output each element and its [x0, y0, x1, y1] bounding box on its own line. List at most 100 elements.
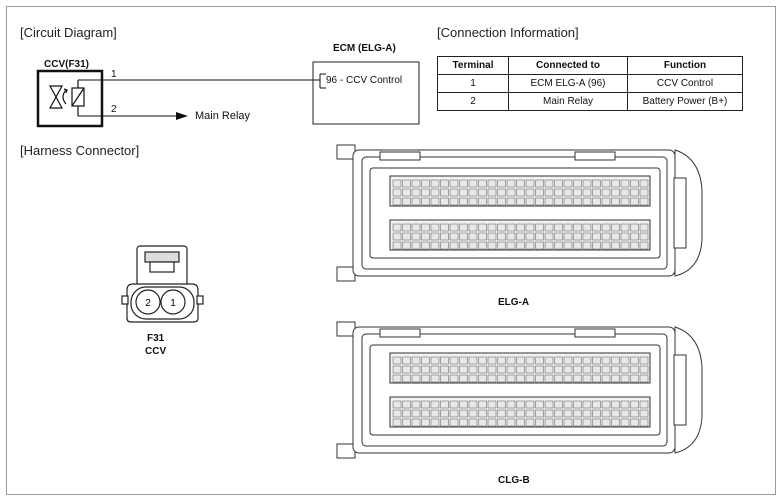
connector-pin: [459, 223, 468, 232]
connector-pin: [639, 409, 649, 418]
arrow-icon: [176, 112, 188, 120]
connector-pin: [620, 197, 630, 206]
connector-pin: [601, 374, 611, 383]
connector-pin: [459, 418, 468, 427]
connector-pin: [487, 223, 497, 232]
pin-1-label: 1: [170, 298, 176, 309]
connector-pin: [573, 374, 582, 383]
f31-code: F31: [147, 333, 165, 344]
connector-pin: [630, 400, 639, 409]
connector-pin: [611, 179, 620, 188]
ecm-connector-clg-b: [336, 321, 703, 459]
connector-pin: [620, 418, 630, 427]
connector-pin: [411, 418, 421, 427]
connector-pin: [611, 365, 620, 374]
clg-b-label: CLG-B: [498, 475, 530, 486]
connector-pin: [563, 188, 573, 197]
connector-pin: [459, 232, 468, 241]
connector-pin: [611, 409, 620, 418]
connector-pin: [525, 188, 535, 197]
connector-pin: [392, 365, 402, 374]
connector-pin: [421, 232, 430, 241]
connector-pin: [468, 418, 478, 427]
connector-pin: [487, 188, 497, 197]
connector-pin: [478, 241, 487, 250]
connector-pin: [554, 188, 563, 197]
connector-pin: [516, 418, 525, 427]
connector-pin: [411, 374, 421, 383]
connector-pin: [459, 197, 468, 206]
connector-pin: [478, 179, 487, 188]
connector-pin: [601, 400, 611, 409]
connector-pin: [402, 197, 411, 206]
connector-pin: [497, 418, 506, 427]
connector-pin: [554, 356, 563, 365]
connector-pin: [601, 409, 611, 418]
connector-pin: [430, 241, 440, 250]
connector-pin: [630, 374, 639, 383]
connector-pin: [639, 223, 649, 232]
connector-pin: [449, 374, 459, 383]
connector-pin: [468, 409, 478, 418]
connector-pin: [478, 232, 487, 241]
connector-pin: [421, 400, 430, 409]
connector-pin: [478, 188, 487, 197]
connector-pin: [601, 365, 611, 374]
connector-pin: [402, 418, 411, 427]
connector-pin: [411, 232, 421, 241]
connector-pin: [592, 418, 601, 427]
connector-pin: [421, 409, 430, 418]
table-cell: Battery Power (B+): [627, 92, 743, 111]
connector-pin: [459, 188, 468, 197]
connector-pin: [535, 179, 544, 188]
connector-pin: [620, 241, 630, 250]
connector-pin: [535, 400, 544, 409]
connector-pin: [487, 374, 497, 383]
connector-pin: [468, 179, 478, 188]
connector-pin: [411, 365, 421, 374]
connector-pin: [611, 418, 620, 427]
connector-pin: [620, 223, 630, 232]
connector-pin: [592, 197, 601, 206]
connector-pin: [525, 179, 535, 188]
connector-pin: [611, 241, 620, 250]
connector-pin: [392, 356, 402, 365]
connector-pin: [592, 409, 601, 418]
connector-pin: [601, 197, 611, 206]
connector-pin: [497, 365, 506, 374]
connector-pin: [402, 232, 411, 241]
connector-pin: [430, 400, 440, 409]
connector-pin: [440, 188, 449, 197]
connector-pin: [392, 197, 402, 206]
connector-pin: [497, 197, 506, 206]
connector-pin: [497, 400, 506, 409]
connector-pin: [535, 365, 544, 374]
ecm-connector-elg-a: [336, 144, 703, 282]
connector-pin: [516, 223, 525, 232]
connector-pin: [421, 365, 430, 374]
connector-pin: [535, 223, 544, 232]
connector-pin: [411, 223, 421, 232]
connector-pin: [411, 409, 421, 418]
connector-pin: [592, 374, 601, 383]
connector-pin: [525, 197, 535, 206]
connector-pin: [620, 409, 630, 418]
connector-pin: [449, 197, 459, 206]
main-relay-label: Main Relay: [195, 110, 251, 122]
connector-pin: [630, 365, 639, 374]
connector-pin: [516, 400, 525, 409]
ecm-title: ECM (ELG-A): [333, 43, 396, 54]
connector-pin: [392, 179, 402, 188]
wire-2-number: 2: [111, 104, 117, 115]
connector-pin: [620, 365, 630, 374]
connector-pin: [620, 400, 630, 409]
connector-pin: [563, 223, 573, 232]
connector-pin: [411, 188, 421, 197]
connector-pin: [478, 223, 487, 232]
connector-pin: [639, 374, 649, 383]
circuit-diagram-title: [Circuit Diagram]: [20, 25, 117, 40]
connector-pin: [430, 223, 440, 232]
connector-pin: [582, 374, 592, 383]
connector-pin: [535, 374, 544, 383]
